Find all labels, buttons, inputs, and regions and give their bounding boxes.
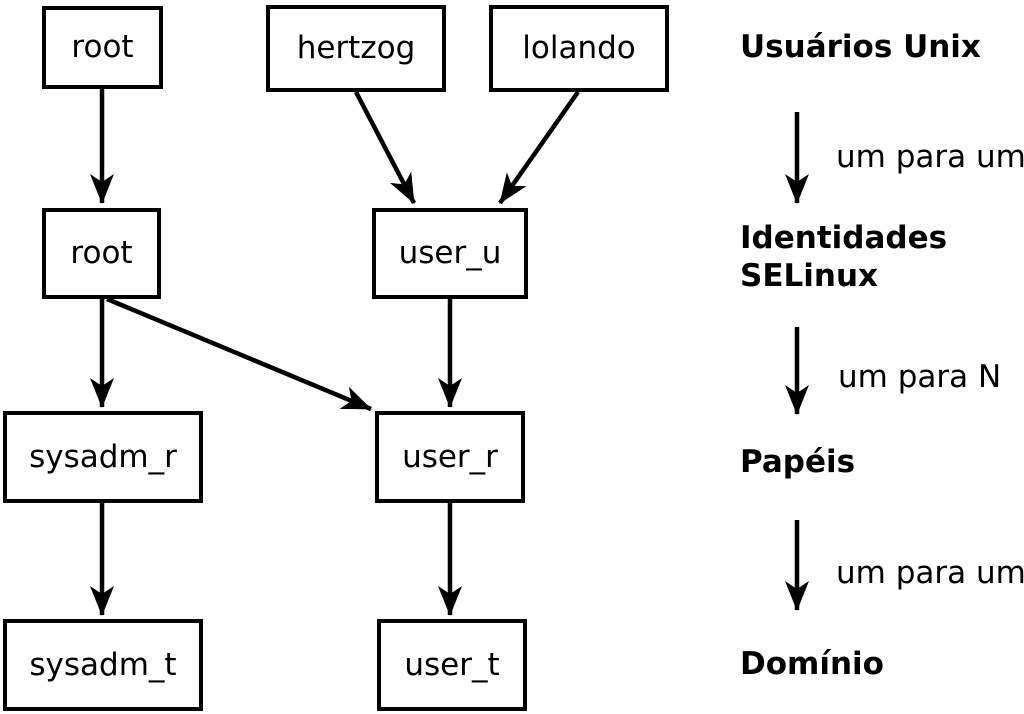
legend-level-papeis: Papéis	[740, 444, 856, 480]
legend-level-usuarios-unix: Usuários Unix	[740, 29, 981, 65]
edge-lolando-to-user-u	[498, 90, 580, 205]
node-user-r: user_r	[375, 411, 525, 503]
node-lolando-label: lolando	[522, 30, 636, 66]
node-user-t-label: user_t	[404, 646, 500, 683]
node-hertzog: hertzog	[266, 5, 446, 92]
node-sysadm-r-label: sysadm_r	[29, 438, 177, 475]
legend-level-dominio: Domínio	[740, 646, 884, 682]
legend-relation-um-para-um-2: um para um	[836, 555, 1024, 591]
node-root-unix: root	[42, 6, 163, 89]
node-user-r-label: user_r	[402, 438, 498, 475]
edge-root-selinux-to-user-r	[106, 296, 372, 412]
node-root-unix-label: root	[71, 29, 134, 65]
node-sysadm-t: sysadm_t	[3, 619, 203, 711]
edge-hertzog-to-user-u	[354, 90, 416, 205]
node-user-u: user_u	[372, 208, 528, 299]
legend-relation-um-para-um-1: um para um	[836, 139, 1024, 175]
legend-level-identidades-selinux: Identidades SELinux	[740, 220, 948, 294]
node-root-selinux: root	[42, 208, 161, 299]
node-user-u-label: user_u	[398, 235, 502, 271]
node-lolando: lolando	[489, 5, 669, 92]
node-sysadm-r: sysadm_r	[3, 411, 203, 503]
legend-relation-um-para-n: um para N	[838, 359, 1002, 395]
node-hertzog-label: hertzog	[296, 30, 416, 66]
node-sysadm-t-label: sysadm_t	[29, 646, 177, 683]
node-root-selinux-label: root	[70, 235, 133, 271]
node-user-t: user_t	[377, 619, 527, 711]
